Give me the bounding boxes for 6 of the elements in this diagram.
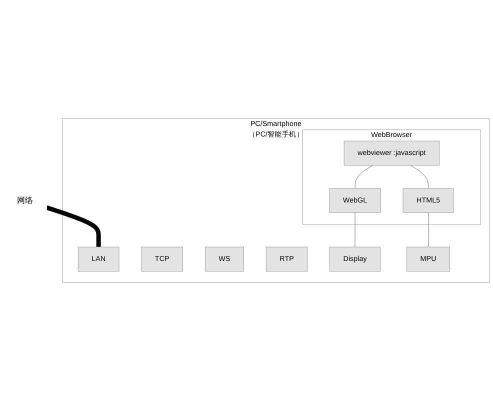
connector bbox=[410, 166, 429, 190]
connector bbox=[354, 212, 356, 248]
node-text: 网络 bbox=[17, 196, 34, 206]
connector bbox=[428, 212, 429, 248]
connector bbox=[46, 206, 101, 248]
connector bbox=[354, 166, 373, 190]
